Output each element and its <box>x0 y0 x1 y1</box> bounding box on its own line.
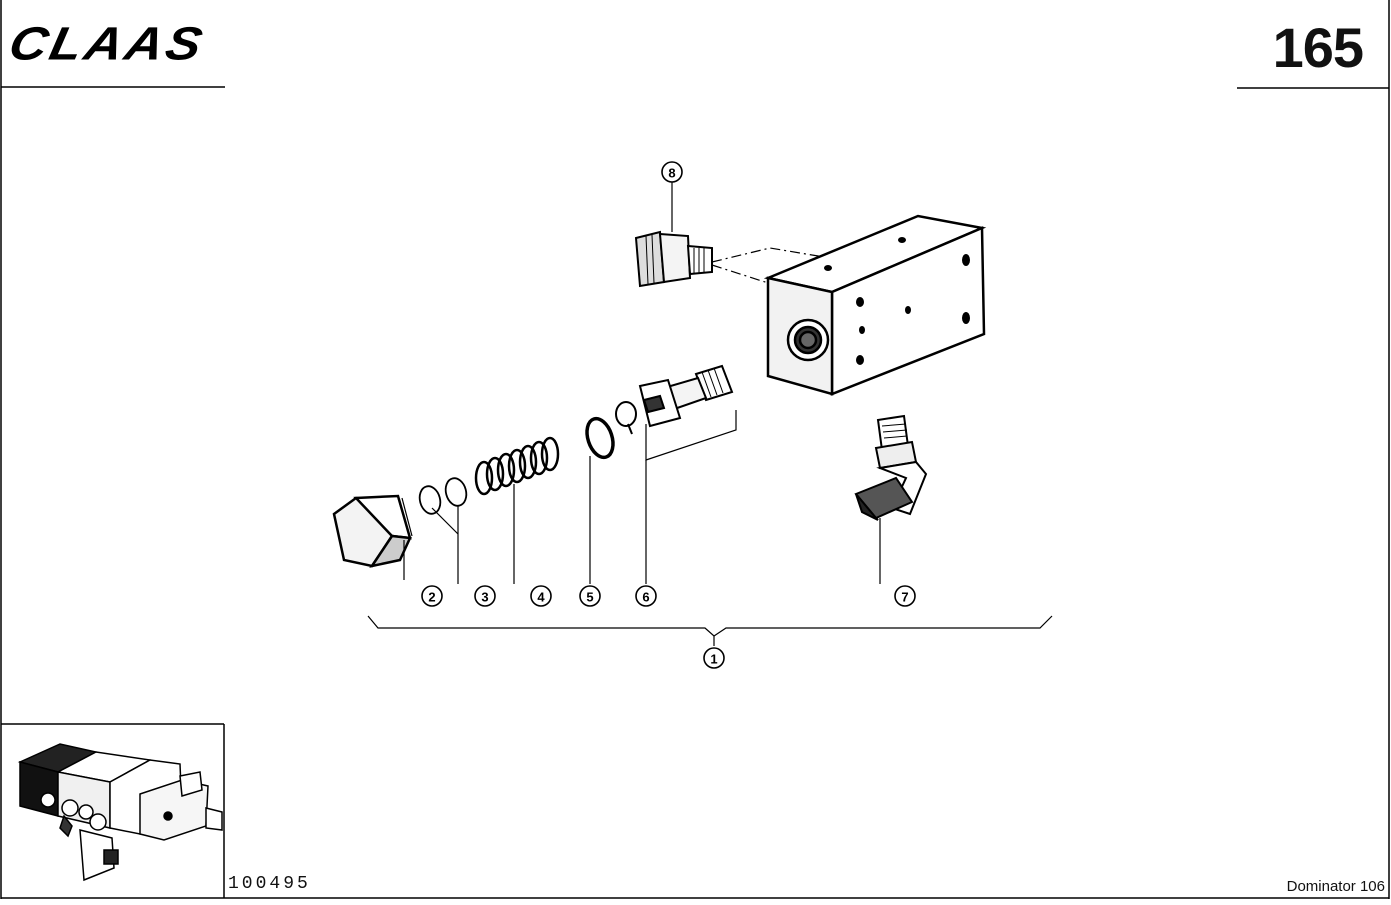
callout-7: 7 <box>901 590 908 605</box>
part-5-o-ring <box>585 416 615 460</box>
drawing-number: 100495 <box>228 874 311 894</box>
part-8-fitting <box>634 230 713 288</box>
callout-5: 5 <box>586 590 593 605</box>
part-2-plug <box>332 494 413 568</box>
part-6-valve-insert <box>615 364 734 435</box>
leader-lines <box>367 182 1053 646</box>
valve-block <box>763 214 987 396</box>
callout-1: 1 <box>710 652 717 667</box>
part-3-washers <box>418 477 468 515</box>
callout-3: 3 <box>481 590 488 605</box>
callout-8: 8 <box>668 166 675 181</box>
page-number: 165 <box>1272 16 1364 79</box>
callout-2: 2 <box>428 590 435 605</box>
brand-logo: CLAAS <box>4 17 210 71</box>
model-label: Dominator 106 <box>1286 878 1385 895</box>
part-4-spring <box>474 436 560 496</box>
callout-circles <box>421 161 916 669</box>
part-7-elbow-fitting <box>854 414 928 521</box>
callout-4: 4 <box>537 590 545 605</box>
callout-6: 6 <box>642 590 649 605</box>
assembly-thumbnail <box>17 743 223 882</box>
